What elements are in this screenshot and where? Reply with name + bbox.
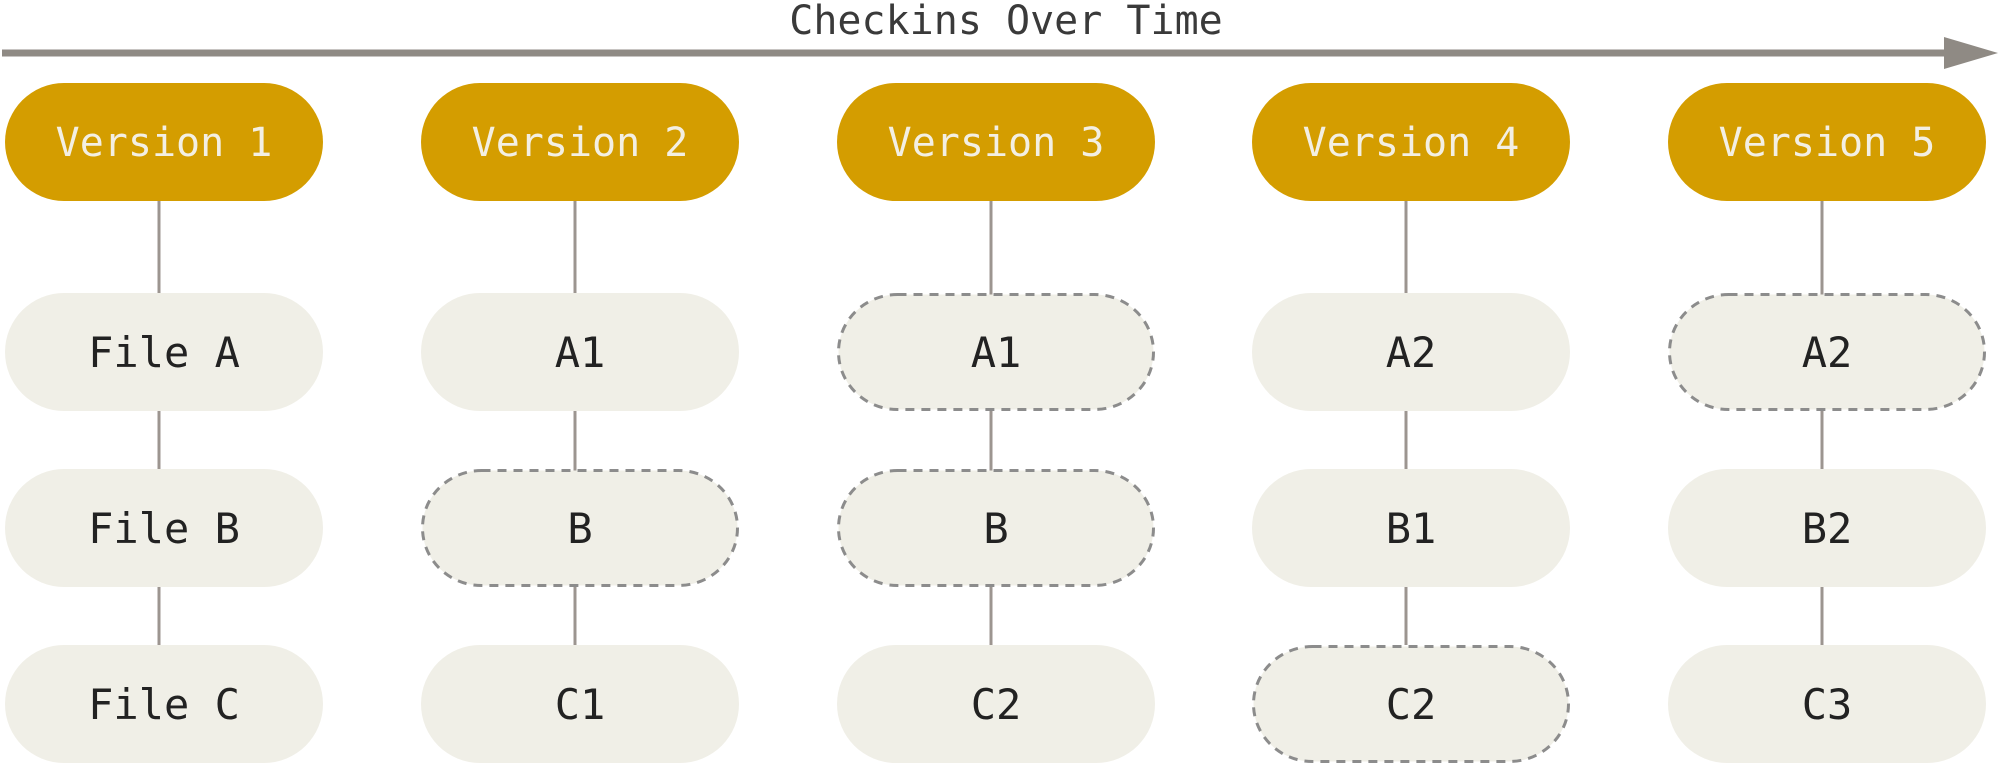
file-label: File C: [88, 680, 240, 729]
file-pill-unchanged: [1668, 293, 1986, 411]
file-label: B1: [1386, 504, 1437, 553]
file-pill: [5, 469, 323, 587]
version-pill: [837, 83, 1155, 201]
file-label: C3: [1802, 680, 1853, 729]
version-column-1: Version 1 File A File B File C: [5, 83, 323, 763]
file-pill: [5, 645, 323, 763]
file-pill: [1668, 469, 1986, 587]
file-label: C2: [1386, 680, 1437, 729]
file-pill-unchanged: [421, 469, 739, 587]
file-pill: [837, 645, 1155, 763]
version-columns: Version 1 File A File B File C Version 2 A1B C…: [5, 83, 1986, 763]
version-column-3: Version 3 A1B C2: [837, 83, 1155, 763]
file-pill: [1252, 293, 1570, 411]
file-pill: [5, 293, 323, 411]
file-label: A1: [971, 328, 1022, 377]
file-label: C1: [555, 680, 606, 729]
timeline-title: Checkins Over Time: [789, 0, 1222, 44]
version-label: Version 4: [1303, 120, 1520, 166]
file-label: File B: [88, 504, 240, 553]
file-pill: [1252, 469, 1570, 587]
file-pill-unchanged: [837, 469, 1155, 587]
version-column-2: Version 2 A1B C1: [421, 83, 739, 763]
version-pill: [5, 83, 323, 201]
version-label: Version 2: [472, 120, 689, 166]
file-label: File A: [88, 328, 240, 377]
version-label: Version 5: [1719, 120, 1936, 166]
file-pill: [421, 293, 739, 411]
version-pill: [1252, 83, 1570, 201]
file-label: C2: [971, 680, 1022, 729]
file-pill-unchanged: [837, 293, 1155, 411]
file-label: A1: [555, 328, 606, 377]
version-label: Version 3: [888, 120, 1105, 166]
file-label: B2: [1802, 504, 1853, 553]
file-pill: [421, 645, 739, 763]
file-label: A2: [1802, 328, 1853, 377]
timeline-arrow-head: [1944, 37, 1998, 69]
file-pill: [1668, 645, 1986, 763]
version-label: Version 1: [56, 120, 273, 166]
file-pill-unchanged: [1252, 645, 1570, 763]
file-label: A2: [1386, 328, 1437, 377]
file-label: B: [983, 504, 1008, 553]
version-pill: [1668, 83, 1986, 201]
version-pill: [421, 83, 739, 201]
file-label: B: [567, 504, 592, 553]
